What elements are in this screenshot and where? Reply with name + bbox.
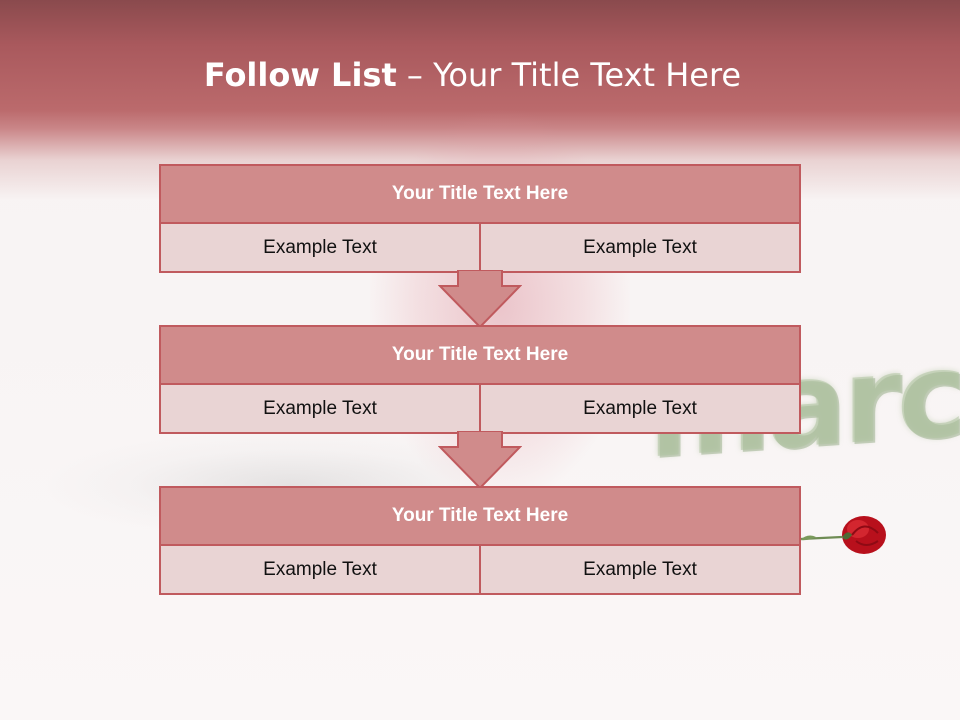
page-title: Follow List – Your Title Text Here (0, 56, 945, 94)
block-title: Your Title Text Here (161, 488, 799, 546)
list-block-3: Your Title Text Here Example Text Exampl… (159, 486, 801, 595)
block-cell-right: Example Text (479, 224, 799, 271)
block-row: Example Text Example Text (161, 385, 799, 432)
title-subtitle: – Your Title Text Here (396, 56, 742, 94)
block-title: Your Title Text Here (161, 166, 799, 224)
block-cell-right: Example Text (479, 546, 799, 593)
block-title: Your Title Text Here (161, 327, 799, 385)
block-row: Example Text Example Text (161, 546, 799, 593)
block-cell-left: Example Text (263, 237, 377, 258)
block-cell-right: Example Text (479, 385, 799, 432)
block-row: Example Text Example Text (161, 224, 799, 271)
list-block-2: Your Title Text Here Example Text Exampl… (159, 325, 801, 434)
down-arrow-icon (438, 431, 522, 489)
block-cell-left: Example Text (263, 559, 377, 580)
down-arrow-icon (438, 270, 522, 328)
title-bold: Follow List (203, 56, 397, 94)
rose-icon (760, 516, 886, 554)
block-cell-left: Example Text (263, 398, 377, 419)
list-block-1: Your Title Text Here Example Text Exampl… (159, 164, 801, 273)
